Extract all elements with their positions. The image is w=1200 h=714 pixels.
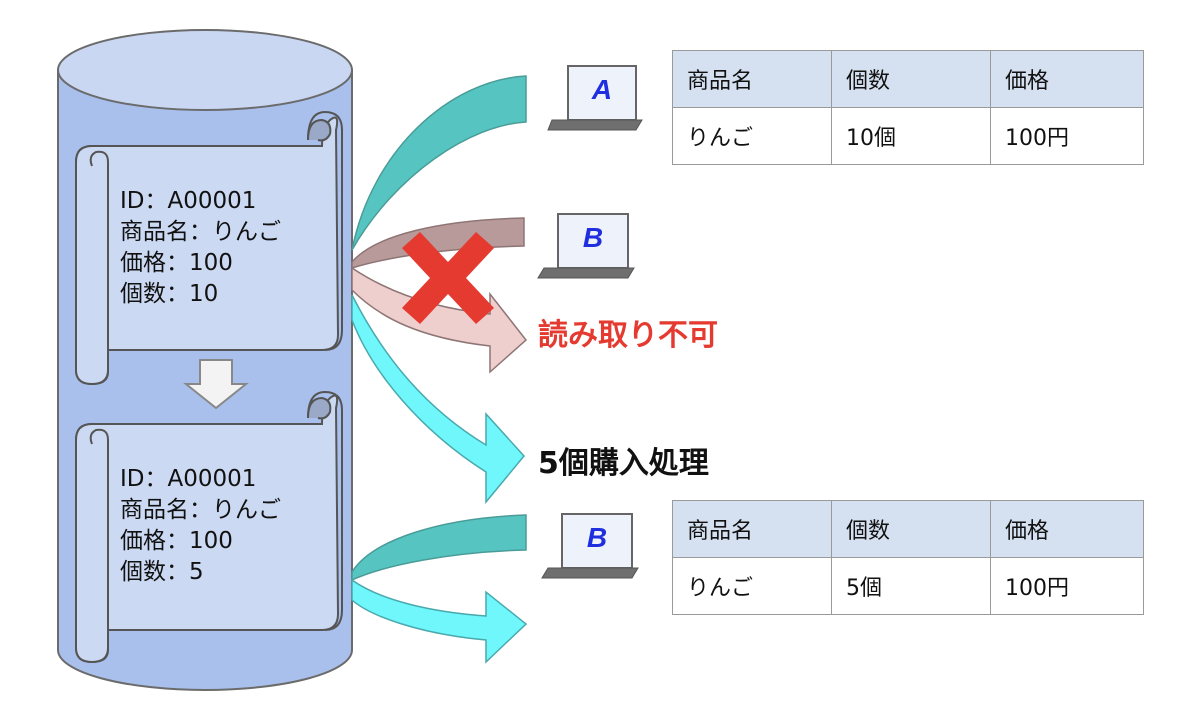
transition-arrow: [183, 359, 249, 410]
record-quantity: 個数：5: [120, 559, 204, 585]
record-id: ID：A00001: [120, 466, 257, 492]
client-label-b2: B: [586, 522, 608, 553]
product-table-a: 商品名 個数 価格 りんご 10個 100円: [672, 50, 1144, 165]
blocked-cross-icon: [402, 232, 494, 324]
table-header-cell: 個数: [831, 50, 991, 108]
table-header-cell: 価格: [990, 500, 1144, 558]
table-cell: りんご: [672, 557, 832, 615]
table-row: りんご 10個 100円: [672, 107, 1144, 165]
laptop-icon-a: [547, 65, 643, 131]
client-label-a: A: [591, 74, 613, 105]
client-label-b1: B: [582, 222, 604, 253]
table-header-cell: 商品名: [672, 50, 832, 108]
record-before: ID：A00001 商品名：りんご 価格：100 個数：10: [120, 186, 281, 310]
table-cell: りんご: [672, 107, 832, 165]
table-row: りんご 5個 100円: [672, 557, 1144, 615]
table-cell: 100円: [990, 557, 1144, 615]
record-product-name: 商品名：りんご: [120, 497, 281, 523]
table-cell: 5個: [831, 557, 991, 615]
write-arrow-purchase: [351, 294, 525, 505]
read-arrow-b-bottom: [351, 578, 528, 664]
table-header-row: 商品名 個数 価格: [672, 500, 1144, 558]
record-product-name: 商品名：りんご: [120, 219, 281, 245]
purchase-label: 5個購入処理: [538, 446, 709, 481]
table-header-cell: 商品名: [672, 500, 832, 558]
product-table-b: 商品名 個数 価格 りんご 5個 100円: [672, 500, 1144, 615]
record-document-after: [75, 390, 343, 664]
read-blocked-label: 読み取り不可: [538, 318, 718, 353]
read-arrow-b-blocked-top: [351, 217, 525, 270]
record-price: 価格：100: [120, 250, 233, 276]
table-header-cell: 価格: [990, 50, 1144, 108]
table-cell: 10個: [831, 107, 991, 165]
table-header-cell: 個数: [831, 500, 991, 558]
record-id: ID：A00001: [120, 188, 257, 214]
read-arrow-b-top: [351, 514, 527, 582]
table-cell: 100円: [990, 107, 1144, 165]
record-price: 価格：100: [120, 528, 233, 554]
laptop-icon-b1: [537, 213, 635, 279]
read-arrow-b-blocked-bottom: [351, 266, 528, 374]
record-document-before: [75, 110, 343, 386]
laptop-icon-b2: [541, 513, 639, 579]
record-after: ID：A00001 商品名：りんご 価格：100 個数：5: [120, 464, 281, 588]
table-header-row: 商品名 個数 価格: [672, 50, 1144, 108]
read-arrow-a-top: [351, 75, 527, 251]
record-quantity: 個数：10: [120, 281, 219, 307]
